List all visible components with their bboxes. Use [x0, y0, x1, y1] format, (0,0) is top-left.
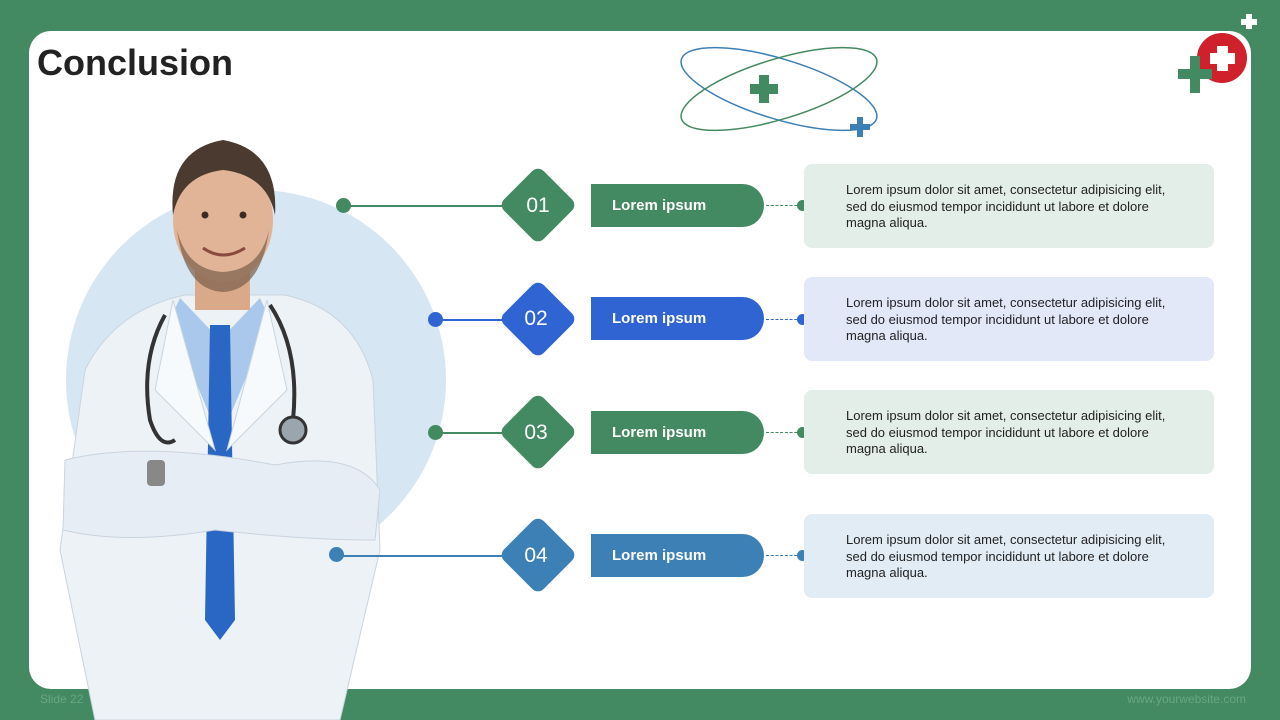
step-label-4: Lorem ipsum — [591, 534, 764, 577]
dashed-connector-3 — [766, 432, 802, 433]
connector-dot-4 — [329, 547, 344, 562]
dashed-connector-4 — [766, 555, 802, 556]
step-label-1: Lorem ipsum — [591, 184, 764, 227]
atom-cross-icon — [680, 46, 878, 137]
connector-line-3 — [436, 432, 506, 434]
connector-dot-3 — [428, 425, 443, 440]
page-title: Conclusion — [37, 42, 233, 83]
small-dot-3 — [797, 427, 808, 438]
connector-dot-1 — [336, 198, 351, 213]
dashed-connector-1 — [766, 205, 802, 206]
small-dot-1 — [797, 200, 808, 211]
step-number-4: 04 — [524, 544, 548, 567]
step-number-2: 02 — [524, 307, 548, 330]
medical-cross-badge-icon — [1178, 14, 1257, 93]
step-description-3: Lorem ipsum dolor sit amet, consectetur … — [804, 390, 1214, 474]
step-label-2: Lorem ipsum — [591, 297, 764, 340]
step-description-4: Lorem ipsum dolor sit amet, consectetur … — [804, 514, 1214, 598]
connector-dot-2 — [428, 312, 443, 327]
step-description-1: Lorem ipsum dolor sit amet, consectetur … — [804, 164, 1214, 248]
step-number-3: 03 — [524, 421, 548, 444]
step-label-3: Lorem ipsum — [591, 411, 764, 454]
slide-number: Slide 22 — [40, 692, 84, 706]
connector-line-4 — [336, 555, 506, 557]
small-dot-2 — [797, 314, 808, 325]
dashed-connector-2 — [766, 319, 802, 320]
step-number-1: 01 — [526, 194, 550, 217]
website-link[interactable]: www.yourwebsite.com — [1127, 692, 1246, 706]
doctor-photo — [59, 140, 381, 720]
small-dot-4 — [797, 550, 808, 561]
step-description-2: Lorem ipsum dolor sit amet, consectetur … — [804, 277, 1214, 361]
connector-line-1 — [343, 205, 503, 207]
connector-line-2 — [436, 319, 506, 321]
